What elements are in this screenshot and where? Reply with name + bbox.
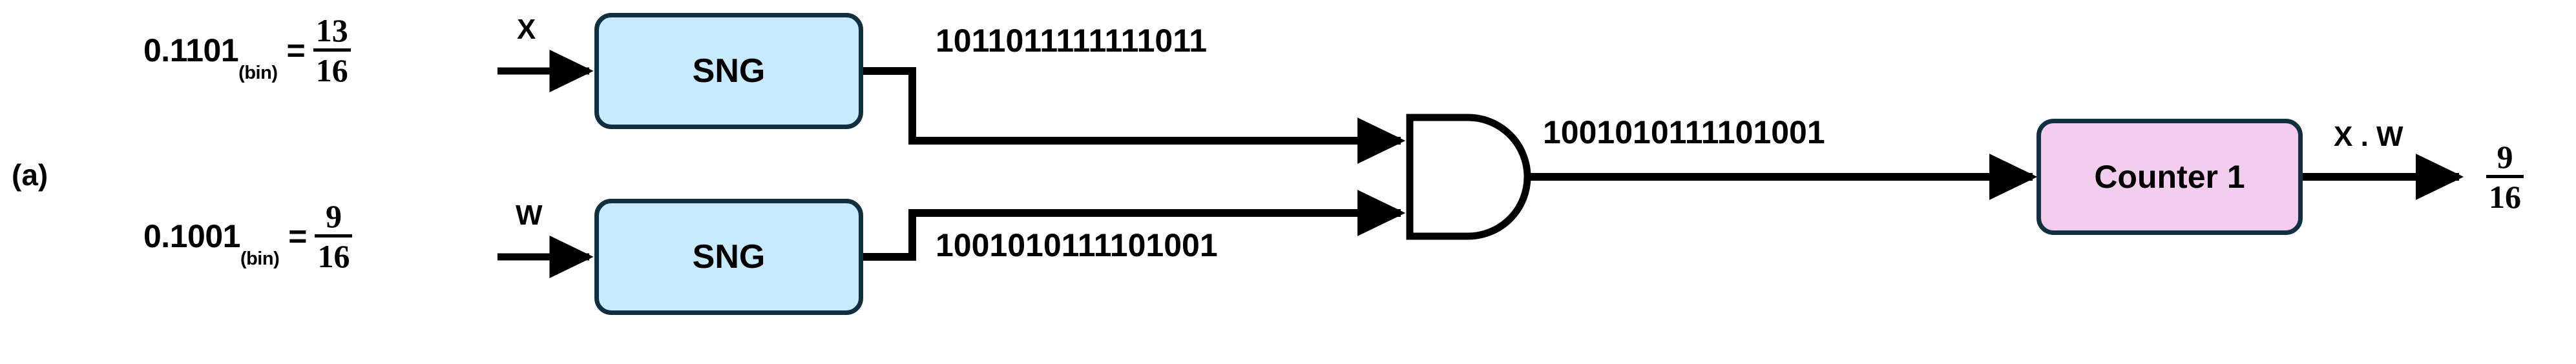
input-w-fraction-numerator: 9	[325, 198, 342, 234]
and-gate-symbol	[1406, 114, 1531, 240]
wire-x-bitstream-to-and	[863, 67, 1406, 164]
counter-block[interactable]: Counter 1	[2037, 119, 2303, 235]
output-result-fraction: 9 16	[2486, 141, 2524, 213]
signal-label-x: X	[517, 14, 536, 45]
fraction-bar-icon	[313, 48, 351, 52]
fraction-bar-icon	[315, 234, 353, 238]
sng-block-w[interactable]: SNG	[594, 199, 863, 315]
output-fraction: 9 16	[2486, 141, 2524, 213]
wire-w-bitstream-to-and	[863, 190, 1406, 261]
signal-label-output: X . W	[2334, 121, 2403, 152]
bitstream-x: 1011011111111011	[936, 23, 1208, 59]
input-x-fraction: 13 16	[313, 14, 351, 86]
input-w-fraction: 9 16	[315, 198, 353, 274]
input-w-binary-value: 0.1001	[143, 218, 240, 254]
input-x-fraction-denominator: 16	[315, 52, 348, 88]
sng-block-x-label: SNG	[692, 52, 766, 90]
input-x-fraction-numerator: 13	[315, 12, 348, 48]
panel-label: (a)	[12, 158, 48, 192]
output-fraction-denominator: 16	[2489, 179, 2521, 215]
input-equation-w: 0.1001 (bin) = 9 16	[143, 198, 353, 274]
signal-label-w: W	[516, 199, 543, 231]
fraction-bar-icon	[2486, 175, 2524, 178]
counter-block-label: Counter 1	[2094, 159, 2245, 195]
output-fraction-numerator: 9	[2497, 139, 2513, 175]
sng-block-x[interactable]: SNG	[594, 13, 863, 129]
input-w-fraction-denominator: 16	[317, 238, 350, 274]
input-w-equals-sign: =	[288, 218, 308, 254]
bitstream-w: 1001010111101001	[936, 227, 1218, 263]
input-w-binary-subscript: (bin)	[240, 248, 280, 269]
bitstream-and-output: 1001010111101001	[1543, 114, 1825, 150]
input-x-binary-value: 0.1101	[143, 32, 239, 68]
sng-block-w-label: SNG	[692, 238, 766, 276]
input-equation-x: 0.1101 (bin) = 13 16	[143, 14, 351, 86]
input-x-binary-subscript: (bin)	[238, 63, 278, 83]
input-x-equals-sign: =	[286, 32, 306, 68]
